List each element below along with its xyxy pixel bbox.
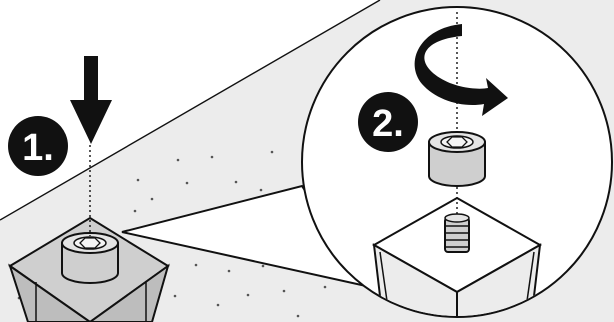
push-down-arrow-icon	[70, 56, 112, 144]
floor-edge	[0, 0, 381, 221]
step-1-label: 1.	[22, 127, 54, 169]
insert-right	[428, 131, 486, 187]
step-1-badge: 1.	[8, 116, 68, 176]
threaded-stud	[444, 213, 470, 253]
step-2-badge: 2.	[358, 92, 418, 152]
insert-left	[61, 232, 119, 284]
step-2-label: 2.	[372, 103, 404, 145]
rotate-clockwise-arrow-icon	[414, 24, 508, 116]
